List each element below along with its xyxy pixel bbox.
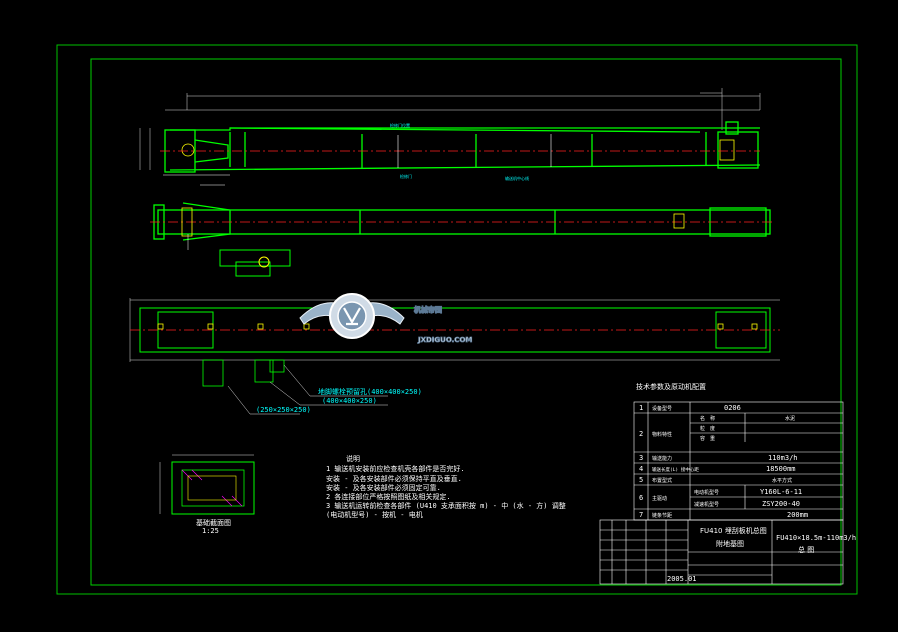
- row-label: 链条节距: [652, 512, 672, 519]
- foundation-view: 地脚螺栓预留孔(400×400×250) (400×400×250) (250×…: [129, 298, 780, 415]
- row-value: 200mm: [787, 511, 808, 519]
- notes-line: 3 输送机运转前检查各部件 (U410 支承面积按 m) - 中 (水 - 方)…: [326, 501, 566, 510]
- watermark-logo-icon: [299, 293, 405, 339]
- spec-table: 技术参数及原动机配置 1 设备型号 0206 2 物料特性 名 称 水泥 粒: [633, 382, 844, 521]
- row-label: 输送能力: [652, 455, 672, 462]
- elevation-view: 检修门位置 检修门 输送机中心线: [139, 88, 761, 186]
- callout-2: (400×400×250): [322, 397, 377, 405]
- section-title: 基础截面图: [196, 518, 231, 527]
- notes-line: 安装 - 及各安装部件必须保持平直及垂直.: [326, 474, 462, 483]
- watermark-en: JXDIGUO.COM: [417, 336, 472, 344]
- row-label: 主驱动: [652, 495, 667, 502]
- svg-text:检修门: 检修门: [400, 173, 412, 179]
- drawing-date: 2005.01: [667, 575, 697, 583]
- row-no: 7: [639, 511, 643, 519]
- row-sub-name: 减速机型号: [694, 501, 719, 508]
- row-no: 2: [639, 430, 643, 438]
- row-sub-name: 名 称: [700, 415, 715, 422]
- row-sub-name: 电动机型号: [694, 489, 719, 496]
- row-no: 6: [639, 494, 643, 502]
- callout-3: (250×250×250): [256, 406, 311, 414]
- row-label: 布置型式: [652, 477, 672, 484]
- svg-text:输送机中心线: 输送机中心线: [505, 175, 529, 181]
- row-value: 水平方式: [772, 477, 792, 484]
- row-label: 设备型号: [652, 405, 672, 412]
- notes-heading: 说明: [346, 454, 360, 463]
- row-sub-value: Y160L-6-11: [760, 488, 802, 496]
- row-no: 5: [639, 476, 643, 484]
- row-value: 18500mm: [766, 465, 796, 473]
- title-block: FU410 埋刮板机总图 附地基图 FU410×18.5m-110m3/h 总 …: [599, 519, 856, 585]
- row-sub-name: 粒 度: [700, 425, 715, 432]
- drawing-number: FU410×18.5m-110m3/h: [776, 534, 856, 542]
- notes-line: (电动机型号) - 按机 - 电机: [326, 510, 423, 519]
- row-label: 输送长度(L) 接中心距: [652, 466, 699, 473]
- title-line-2: 附地基图: [716, 539, 744, 548]
- notes-line: 1 输送机安装前应检查机壳各部件是否完好.: [326, 464, 465, 473]
- callout-1: 地脚螺栓预留孔(400×400×250): [318, 387, 422, 396]
- inner-sheet-border: [90, 58, 842, 586]
- row-sub-value: ZSY200-40: [762, 500, 800, 508]
- plan-view: [150, 202, 775, 277]
- row-value: 0206: [724, 404, 741, 412]
- row-label: 物料特性: [652, 431, 672, 438]
- outer-sheet-border: [56, 44, 858, 595]
- section-scale: 1:25: [202, 527, 219, 535]
- row-no: 1: [639, 404, 643, 412]
- watermark: 机械帝国 JXDIGUO.COM: [299, 293, 473, 344]
- row-value: 110m3/h: [768, 454, 798, 462]
- spec-heading: 技术参数及原动机配置: [636, 382, 706, 391]
- svg-text:检修门位置: 检修门位置: [390, 122, 410, 128]
- row-no: 4: [639, 465, 643, 473]
- notes-line: 安装 - 及各安装部件必须固定可靠.: [326, 483, 441, 492]
- row-sub-value: 水泥: [785, 415, 795, 422]
- notes-line: 2 各连接部位严格按照图纸及相关规定.: [326, 492, 451, 501]
- notes-block: 说明 1 输送机安装前应检查机壳各部件是否完好. 安装 - 及各安装部件必须保持…: [326, 454, 566, 519]
- section-detail: 基础截面图 1:25: [159, 454, 255, 535]
- sheet-name: 总 图: [798, 545, 814, 554]
- row-sub-name: 容 重: [700, 435, 715, 442]
- watermark-cn: 机械帝国: [414, 305, 442, 314]
- title-line-1: FU410 埋刮板机总图: [700, 526, 767, 535]
- row-no: 3: [639, 454, 643, 462]
